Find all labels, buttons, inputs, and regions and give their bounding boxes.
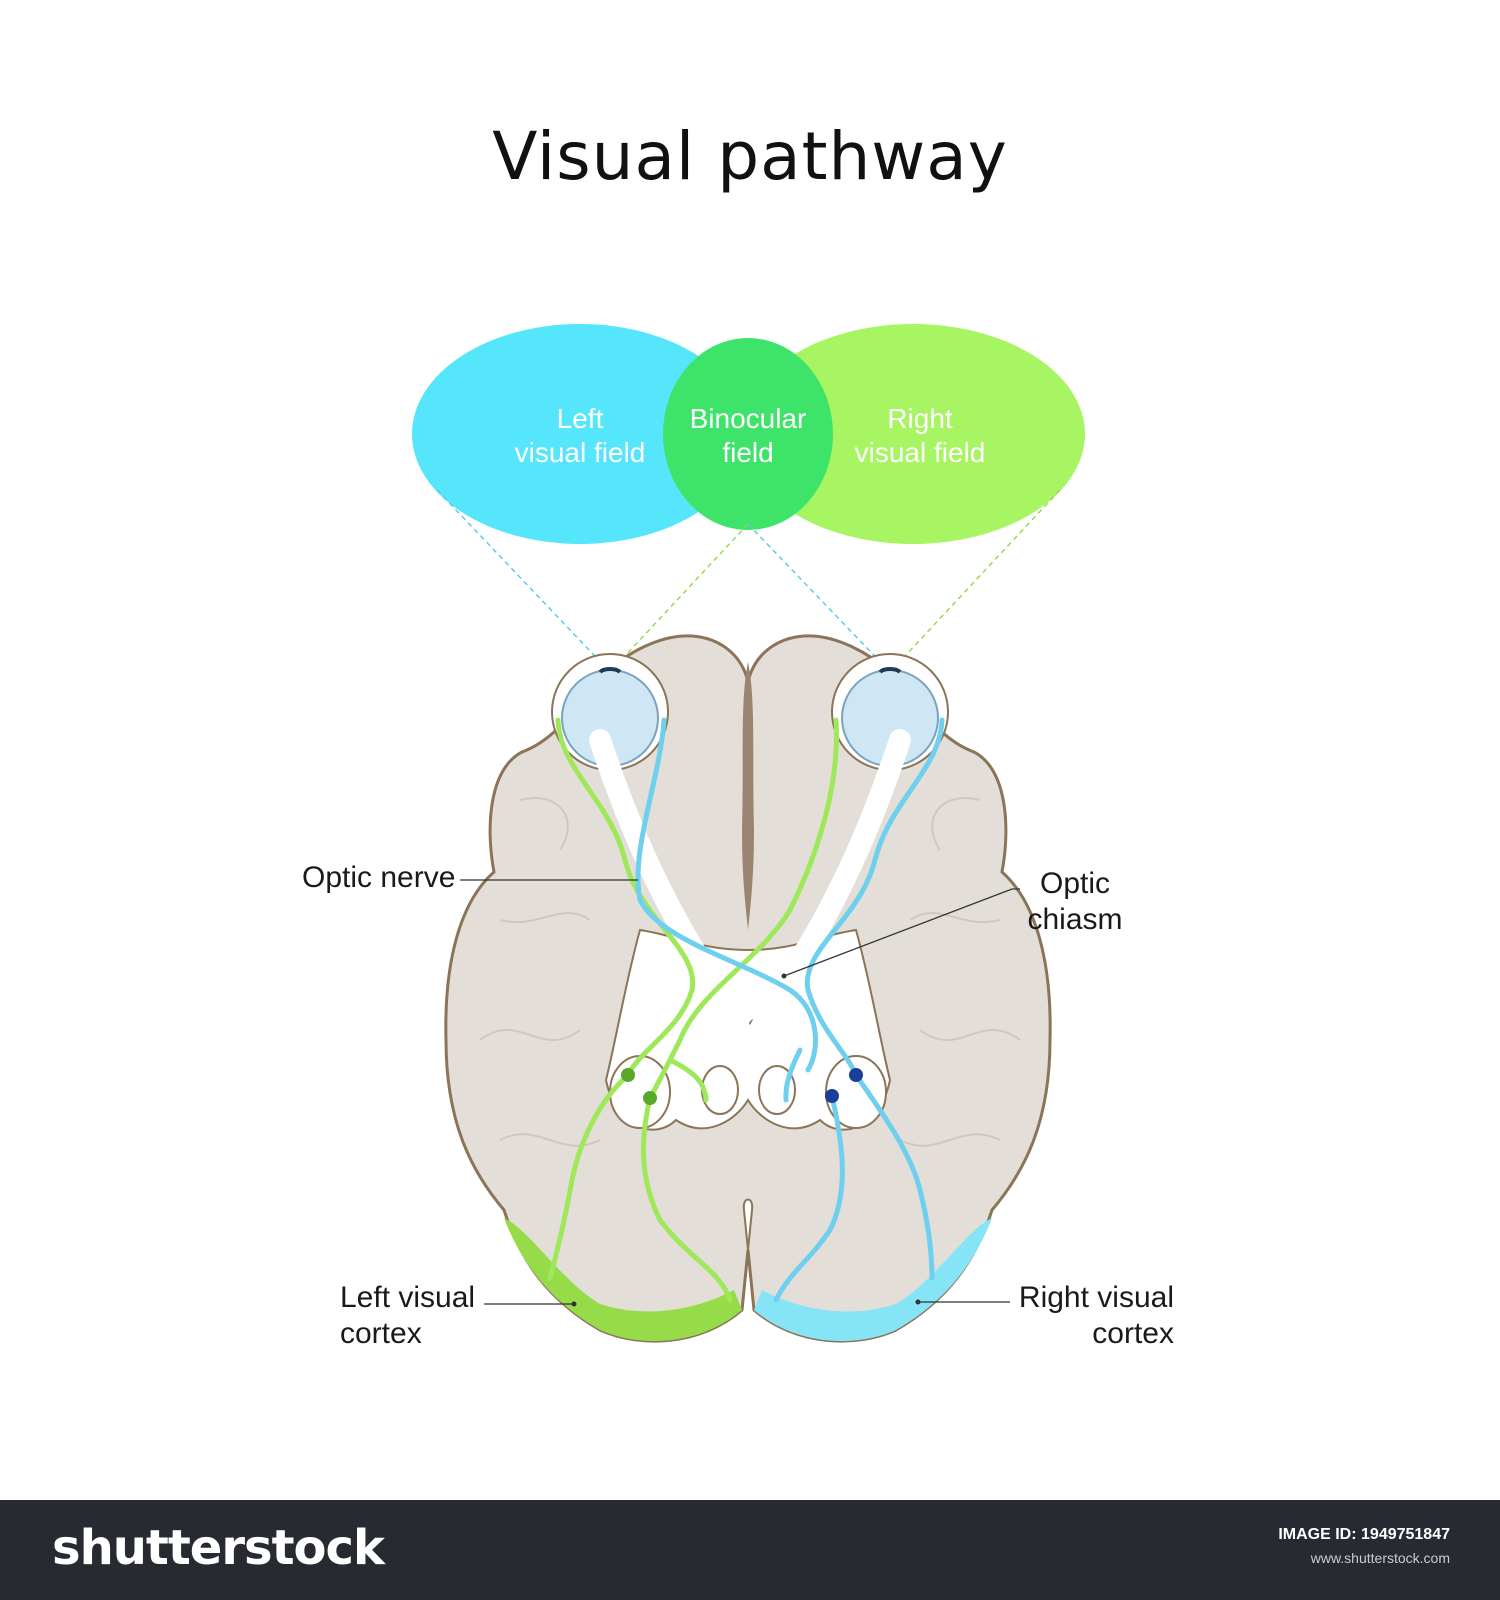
diagram-title: Visual pathway [492,118,1008,195]
brain-gyri [479,797,1021,1147]
right-lgn-synapse-b [825,1089,839,1103]
left-optic-radiation-a [547,1072,631,1281]
right-eye-lens [878,667,902,674]
left-visual-field-label: Left visual field [490,402,670,470]
sightlines [436,489,1061,673]
right-eye-temporal-fiber [804,717,945,1078]
left-eye-nasal-fiber [635,717,818,1073]
right-cortex-marker [915,1299,921,1305]
optic-chiasm-line1: Optic [1039,867,1111,900]
right-field-line1: Right [887,403,953,434]
gyrus-line [479,1029,581,1041]
site-url[interactable]: www.shutterstock.com [1310,1550,1450,1566]
gyrus-line [499,1133,601,1147]
right-nerve-sheath [729,729,911,1071]
gyrus-line [499,911,591,924]
left-fiber-to-lgn [667,1057,709,1103]
thalamus-left [609,1055,671,1129]
left-visual-cortex [504,1218,742,1342]
left-lgn-synapse-a [621,1068,635,1082]
left-lgn-synapse-b [643,1091,657,1105]
optic-chiasm-line2: chiasm [1027,903,1123,936]
footer-bar: shutterstock IMAGE ID: 1949751847 www.sh… [0,1500,1500,1600]
gyrus-line [519,797,569,851]
left-eye-lens [598,667,622,674]
sightline-left-eye-outer [436,489,611,673]
sightline-left-eye-inner [609,523,749,673]
thalamus-right [825,1055,887,1129]
left-visual-cortex-label: Left visual cortex [340,1280,475,1352]
optic-chiasm-label: Optic chiasm [1020,866,1130,938]
posterior-fissure [742,1198,754,1251]
longitudinal-fissure [742,662,754,930]
right-visual-cortex-label: Right visual cortex [1014,1280,1174,1352]
right-cortex-line2: cortex [1092,1317,1174,1350]
right-eye-nasal-fiber [647,717,839,1101]
right-visual-field-label: Right visual field [830,402,1010,470]
gyrus-line [931,797,981,851]
left-cortex-line1: Left visual [340,1281,476,1314]
left-cortex-marker [571,1301,577,1307]
right-eye [831,653,949,771]
right-cortex-line1: Right visual [1018,1281,1174,1314]
left-field-line2: visual field [514,437,646,468]
left-cortex-line2: cortex [340,1317,422,1350]
image-id-block: IMAGE ID: 1949751847 www.shutterstock.co… [1278,1526,1450,1566]
binocular-field-line1: Binocular [689,403,807,434]
right-fiber-to-lgn [783,1047,803,1103]
gyrus-line [899,1133,1001,1147]
gyrus-line [919,1029,1021,1041]
binocular-field-label: Binocular field [668,402,828,470]
right-optic-radiation-a [853,1072,935,1281]
right-visual-field [741,324,1085,544]
binocular-field [663,338,833,530]
visual-pathway-diagram [412,324,1085,1343]
sightline-right-eye-inner [747,523,891,673]
right-visual-cortex [754,1218,992,1342]
optic-chiasm-leader [783,888,1020,977]
left-visual-field [412,324,748,544]
right-field-line2: visual field [854,437,986,468]
optic-chiasm-marker [781,973,787,979]
shutterstock-logo[interactable]: shutterstock [52,1520,385,1576]
gyrus-line [909,911,1001,924]
image-id-label: IMAGE ID: [1278,1526,1357,1543]
leader-lines [460,879,1020,1305]
right-optic-radiation-b [773,1093,845,1303]
optic-nerve-label: Optic nerve [302,861,456,894]
lateral-geniculate-left [701,1065,739,1115]
left-field-line1: Left [556,403,604,434]
image-id-value: 1949751847 [1361,1526,1450,1543]
right-hemisphere-pathway [635,717,945,1303]
right-lgn-synapse-a [849,1068,863,1082]
left-optic-radiation-b [640,1095,733,1303]
sightline-right-eye-outer [889,489,1061,673]
image-id-line: IMAGE ID: 1949751847 [1278,1526,1450,1544]
binocular-field-line2: field [722,437,774,468]
